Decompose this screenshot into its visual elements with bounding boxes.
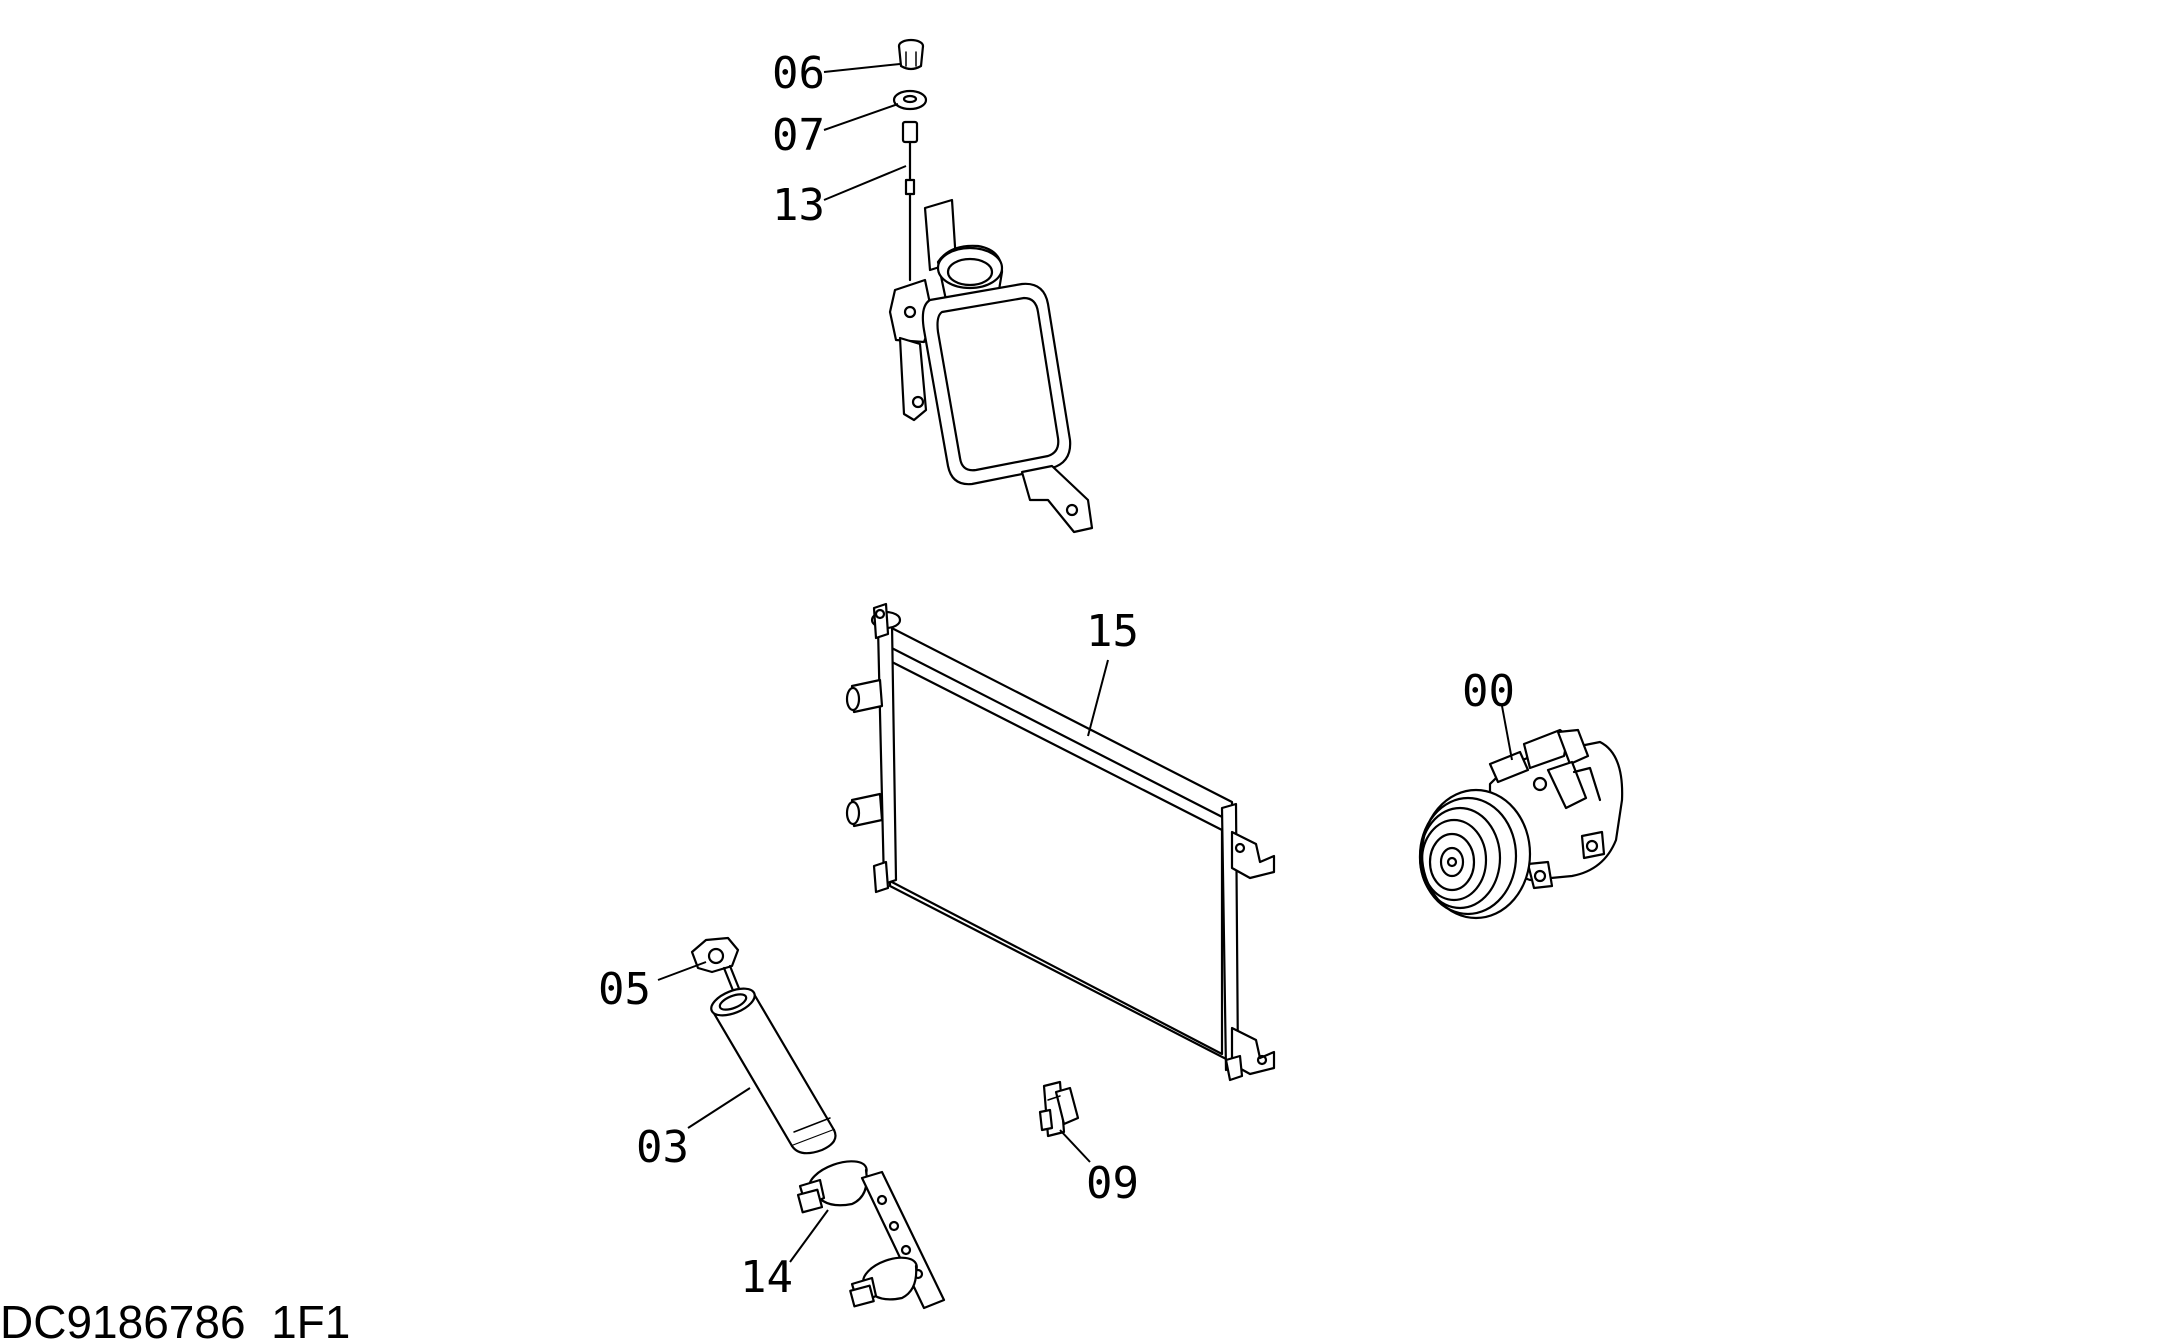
part-13-level-sensor <box>901 120 919 282</box>
leader-13 <box>823 165 907 201</box>
part-09-connector <box>1038 1080 1080 1138</box>
callout-13: 13 <box>772 180 825 231</box>
callout-labels: 06 07 13 15 00 05 03 09 14 <box>598 48 1515 1303</box>
callout-15: 15 <box>1086 606 1139 657</box>
leader-00 <box>1501 705 1513 761</box>
callout-03: 03 <box>636 1122 689 1173</box>
leader-14 <box>789 1209 829 1263</box>
leader-07 <box>823 103 899 131</box>
callout-07: 07 <box>772 110 825 161</box>
callout-06: 06 <box>772 48 825 99</box>
document-id: DC9186786_1F1 <box>0 1296 350 1344</box>
callout-09: 09 <box>1086 1158 1139 1209</box>
reservoir-tank <box>888 198 1094 534</box>
callout-14: 14 <box>740 1252 793 1303</box>
callout-00: 00 <box>1462 666 1515 717</box>
leader-09 <box>1059 1129 1091 1163</box>
part-15-condenser <box>845 602 1276 1082</box>
callout-05: 05 <box>598 964 651 1015</box>
part-14-bracket <box>796 1160 946 1310</box>
leader-03 <box>687 1087 751 1129</box>
reservoir-tank-assembly <box>888 38 1094 534</box>
receiver-drier-assembly <box>690 936 946 1310</box>
leader-06 <box>823 63 901 73</box>
part-03-drier-cylinder <box>710 987 837 1155</box>
part-07-washer <box>892 89 928 111</box>
leader-lines <box>657 63 1513 1263</box>
part-00-compressor <box>1418 728 1624 920</box>
leader-05 <box>657 961 707 981</box>
part-06-cap <box>897 38 925 71</box>
leader-15 <box>1087 659 1109 737</box>
